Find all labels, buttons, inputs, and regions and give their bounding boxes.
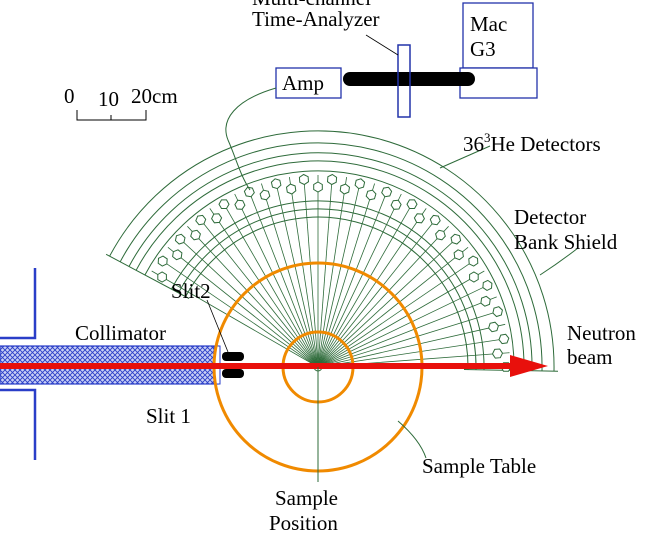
detector-arc	[178, 208, 477, 370]
sample-position-line2: Position	[269, 511, 338, 535]
he3-detector-tube	[211, 213, 223, 224]
he3-detector-tube	[298, 173, 310, 186]
detector-arc	[135, 160, 525, 371]
beam-shield-u	[0, 268, 37, 460]
detectors-label: 363He Detectors	[463, 130, 601, 156]
detector-arc	[144, 170, 515, 371]
he3-detector-tube	[243, 186, 255, 198]
he3-detector-tube	[492, 306, 503, 318]
he3-detector-tube	[498, 333, 510, 345]
amp-box	[275, 67, 342, 99]
he3-detector-tube	[313, 181, 323, 193]
he3-detector-tube	[480, 295, 491, 307]
slit2-leader	[206, 299, 229, 353]
scale-label-10: 10	[98, 87, 119, 111]
amp-label: Amp	[282, 71, 324, 95]
detector-arc	[185, 216, 469, 370]
sample-table-label: Sample Table	[422, 454, 536, 478]
shield-label-line2: Bank Shield	[514, 230, 618, 254]
amp-cable	[225, 87, 277, 191]
detector-sightline	[319, 236, 459, 366]
he3-detector-tube	[482, 279, 493, 291]
he3-detector-tube	[234, 199, 246, 210]
detector-arc	[109, 130, 555, 372]
he3-detector-tube	[157, 271, 167, 283]
he3-detector-tube	[354, 178, 366, 190]
slit1-label: Slit 1	[146, 404, 191, 428]
slit1-block	[222, 369, 244, 378]
he3-detector-tube	[468, 255, 479, 267]
slit2-block	[222, 352, 244, 361]
he3-detector-tube	[469, 271, 479, 283]
detector-sightline	[319, 258, 477, 367]
he3-detector-tube	[218, 199, 230, 209]
he3-detector-tube	[270, 178, 282, 190]
he3-detector-tube	[390, 199, 402, 210]
he3-detector-tube	[339, 183, 351, 195]
detector-sightline	[318, 208, 427, 366]
neutron-beam	[0, 355, 548, 377]
he3-detector-tube	[450, 233, 462, 245]
he3-detector-tube	[157, 255, 168, 267]
he3-detector-tube	[453, 249, 464, 261]
scale-label-0: 0	[64, 84, 75, 108]
mca-label-line1: Multi-channel	[252, 0, 371, 10]
sample-position-line1: Sample	[275, 486, 338, 510]
detector-sightline	[209, 208, 318, 366]
detector-sightline	[319, 226, 449, 366]
sample-table-leader	[397, 420, 427, 459]
collimator-label: Collimator	[75, 321, 166, 345]
he3-detector-tube	[285, 183, 297, 195]
he3-detector-tube	[435, 229, 446, 241]
he3-detector-tube	[406, 199, 418, 209]
he3-detector-tube	[365, 189, 377, 201]
detector-arc	[119, 142, 543, 371]
detector-sightline	[319, 270, 485, 367]
shield-label-line1: Detector	[514, 205, 586, 229]
he3-detector-tube	[413, 213, 425, 224]
he3-detector-tube	[488, 321, 499, 333]
detector-arc	[128, 152, 533, 371]
mac-label-line1: Mac	[470, 12, 507, 36]
detector-arc	[170, 200, 485, 370]
scale-bar	[76, 110, 147, 121]
he3-detector-tube	[491, 348, 504, 359]
neutron-label-line1: Neutron	[567, 321, 636, 345]
neutron-label-line2: beam	[567, 345, 612, 369]
he3-detector-tube	[174, 233, 186, 245]
mca-box	[397, 44, 411, 118]
slit2-label: Slit2	[171, 279, 211, 303]
detectors-leader	[439, 145, 491, 169]
shield-leader	[539, 247, 579, 276]
he3-detector-tube	[190, 229, 201, 241]
he3-detector-tube	[259, 189, 271, 201]
mac-label-line2: G3	[470, 37, 496, 61]
detector-bank-edge	[105, 253, 190, 299]
mca-label-line2: Time-Analyzer	[252, 7, 380, 31]
he3-detector-tube	[326, 173, 338, 186]
he3-detector-tube	[429, 214, 441, 226]
he3-detector-tube	[172, 249, 183, 261]
he3-detector-tube	[381, 186, 393, 198]
mca-leader	[365, 34, 399, 56]
he3-detector-tube	[195, 214, 207, 226]
scale-label-20: 20cm	[131, 84, 178, 108]
